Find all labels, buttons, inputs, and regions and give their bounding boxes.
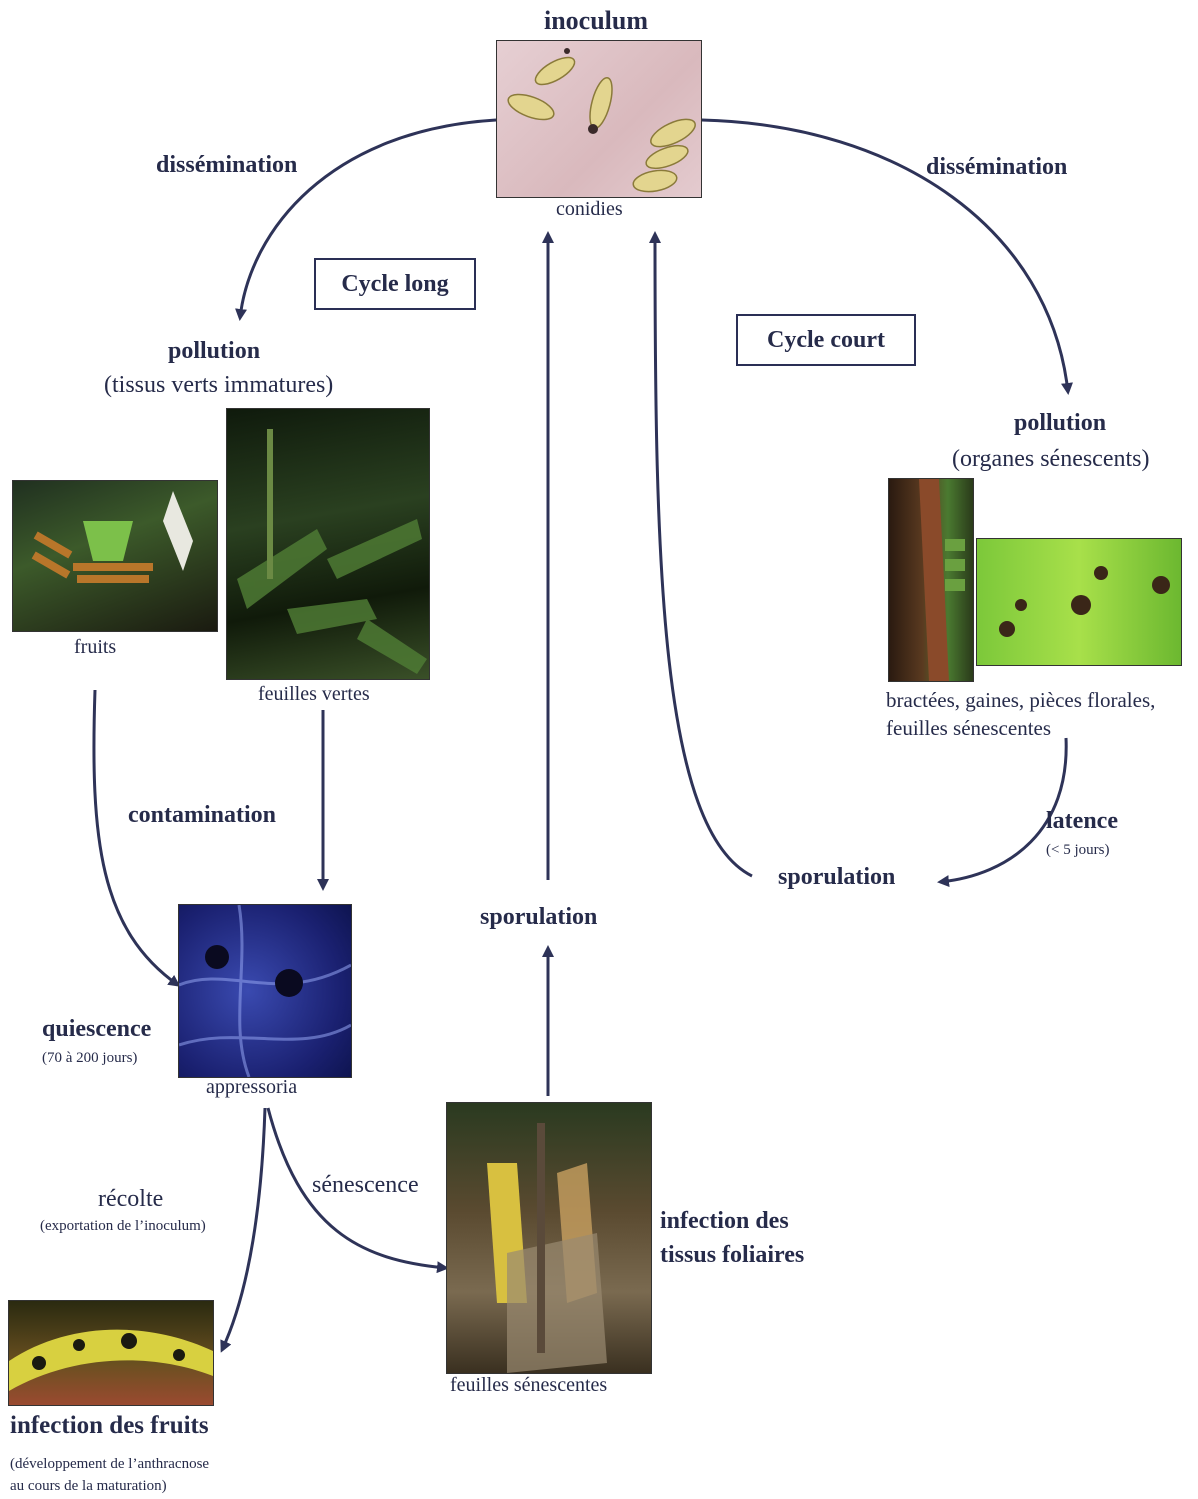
label-sporulation-center: sporulation xyxy=(480,904,598,930)
fruits-photo xyxy=(12,480,218,632)
label-feuilles-senescentes: feuilles sénescentes xyxy=(450,1374,608,1396)
label-bracteas-line2: feuilles sénescentes xyxy=(886,716,1052,740)
title-inoculum: inoculum xyxy=(544,6,649,35)
label-sporulation-right: sporulation xyxy=(778,864,896,890)
senescent-organs-photo xyxy=(888,478,974,682)
arrow-dissemination-left xyxy=(235,118,497,321)
cycle-court-box: Cycle court xyxy=(736,314,916,366)
label-dissemination-right: dissémination xyxy=(926,154,1068,180)
arrow-fruits-to-appressoria xyxy=(92,689,181,987)
label-bracteas-line1: bractées, gaines, pièces florales, xyxy=(886,688,1156,712)
label-infection-fruits-sub2: au cours de la maturation) xyxy=(10,1478,167,1494)
arrow-sporulation-right-to-inoculum xyxy=(649,231,753,878)
label-conidies: conidies xyxy=(556,198,623,220)
label-senescence: sénescence xyxy=(312,1172,419,1198)
label-appressoria: appressoria xyxy=(206,1076,298,1098)
label-infection-fruits: infection des fruits xyxy=(10,1412,209,1439)
label-quiescence: quiescence xyxy=(42,1016,152,1042)
label-pollution-left-sub: (tissus verts immatures) xyxy=(104,372,334,398)
label-quiescence-sub: (70 à 200 jours) xyxy=(42,1050,138,1066)
label-pollution-right: pollution xyxy=(1014,410,1107,436)
label-infection-fruits-sub1: (développement de l’anthracnose xyxy=(10,1456,210,1472)
lesions-photo xyxy=(976,538,1182,666)
label-fruits: fruits xyxy=(74,636,117,658)
label-recolte: récolte xyxy=(98,1186,164,1212)
label-infection-tissus-2: tissus foliaires xyxy=(660,1242,805,1268)
label-dissemination-left: dissémination xyxy=(156,152,298,178)
label-contamination: contamination xyxy=(128,802,277,828)
label-latence: latence xyxy=(1046,808,1118,834)
arrow-recolte xyxy=(220,1107,267,1353)
arrow-dissemination-right xyxy=(701,118,1073,395)
green-leaves-photo xyxy=(226,408,430,680)
appressoria-photo xyxy=(178,904,352,1078)
label-latence-sub: (< 5 jours) xyxy=(1046,842,1110,858)
arrow-senescence xyxy=(266,1107,449,1274)
cycle-long-box: Cycle long xyxy=(314,258,476,310)
label-recolte-sub: (exportation de l’inoculum) xyxy=(40,1218,206,1234)
conidia-photo xyxy=(496,40,702,198)
infected-fruit-photo xyxy=(8,1300,214,1406)
label-feuilles-vertes: feuilles vertes xyxy=(258,683,370,705)
label-pollution-left: pollution xyxy=(168,338,261,364)
senescent-leaves-photo xyxy=(446,1102,652,1374)
label-infection-tissus-1: infection des xyxy=(660,1208,789,1234)
label-pollution-right-sub: (organes sénescents) xyxy=(952,446,1150,472)
arrow-latence xyxy=(937,737,1068,888)
